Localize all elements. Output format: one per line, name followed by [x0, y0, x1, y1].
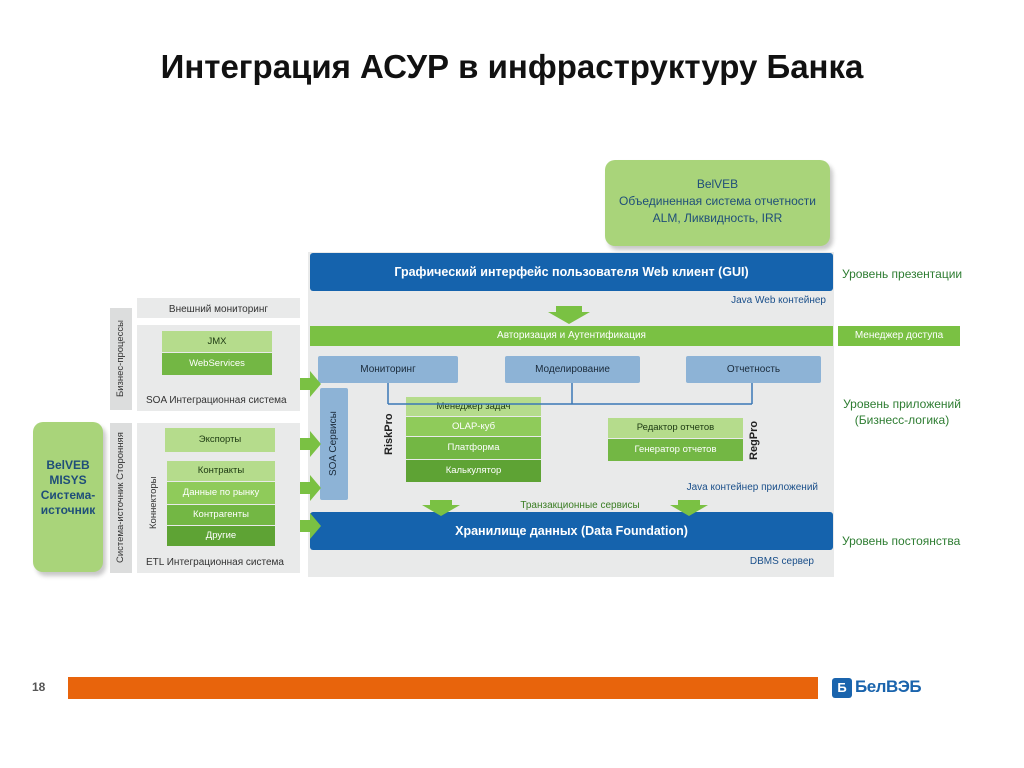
arrow-down-data-left: [422, 500, 460, 516]
etl-item: Контрагенты: [167, 505, 275, 525]
java-web-label: Java Web контейнер: [731, 295, 826, 306]
footer-bar: [68, 677, 818, 699]
arrow-right-data: [300, 513, 321, 539]
riskpro-item: Калькулятор: [406, 460, 541, 482]
arrow-down-data-right: [670, 500, 708, 516]
page-title: Интеграция АСУР в инфраструктуру Банка: [160, 48, 864, 85]
data-foundation-bar: Хранилище данных (Data Foundation): [310, 512, 833, 550]
riskpro-item: Менеджер задач: [406, 397, 541, 416]
trans-services-label: Транзакционные сервисы: [520, 500, 640, 511]
logo-icon: Б: [832, 678, 852, 698]
top-box-line2: Объединенная система отчетности: [619, 194, 816, 208]
etl-item: Данные по рынку: [167, 482, 275, 504]
source-line: MISYS: [49, 473, 87, 487]
etl-integration-label: ETL Интеграционная система: [146, 557, 284, 568]
source-line: Система-: [40, 488, 96, 502]
soa-integration-label: SOA Интеграционная система: [146, 395, 287, 406]
exports-box: Экспорты: [165, 428, 275, 452]
etl-item: Контракты: [167, 461, 275, 481]
external-monitoring: Внешний мониторинг: [137, 298, 300, 318]
arrow-right-soa: [300, 371, 321, 397]
source-line: источник: [40, 503, 96, 517]
top-box-line3: ALM, Ликвидность, IRR: [652, 211, 783, 225]
external-monitoring-label: Внешний мониторинг: [168, 304, 269, 315]
top-box-line1: BelVEB: [696, 177, 739, 191]
auth-bar: Авторизация и Аутентификация: [310, 326, 833, 346]
arrow-down-auth: [548, 306, 590, 324]
arrow-right-exports: [300, 431, 321, 457]
arrow-right-etl: [300, 475, 321, 501]
business-processes-strip: Бизнес-процессы: [110, 308, 132, 410]
business-logic-label: (Бизнесс-логика): [854, 413, 950, 427]
persistence-level-label: Уровень постоянства: [842, 534, 961, 548]
source-line: BelVEB: [46, 458, 90, 472]
riskpro-item: OLAP-куб: [406, 417, 541, 436]
etl-item: Другие: [167, 526, 275, 546]
regpro-item: Редактор отчетов: [608, 418, 743, 438]
jmx-box: JMX: [162, 331, 272, 352]
regpro-item: Генератор отчетов: [608, 439, 743, 461]
riskpro-item: Платформа: [406, 437, 541, 459]
third-party-source-strip: Система-источник Сторонняя: [110, 423, 132, 573]
app-level-label: Уровень приложений: [843, 397, 961, 411]
access-manager-label: Менеджер доступа: [838, 326, 960, 346]
webservices-box: WebServices: [162, 353, 272, 375]
belveb-reporting-box: BelVEB Объединенная система отчетности A…: [605, 160, 830, 246]
source-system-box: BelVEB MISYS Система- источник: [33, 422, 103, 572]
module-reporting: Отчетность: [686, 356, 821, 383]
module-modeling: Моделирование: [505, 356, 640, 383]
module-monitoring: Мониторинг: [318, 356, 458, 383]
logo-text: БелВЭБ: [855, 677, 922, 696]
dbms-label: DBMS сервер: [749, 556, 814, 567]
soa-services-column: SOA Сервисы: [320, 388, 348, 500]
gui-bar: Графический интерфейс пользователя Web к…: [310, 253, 833, 291]
page-number: 18: [32, 680, 46, 694]
presentation-level-label: Уровень презентации: [842, 267, 963, 281]
java-app-label: Java контейнер приложений: [686, 482, 818, 493]
